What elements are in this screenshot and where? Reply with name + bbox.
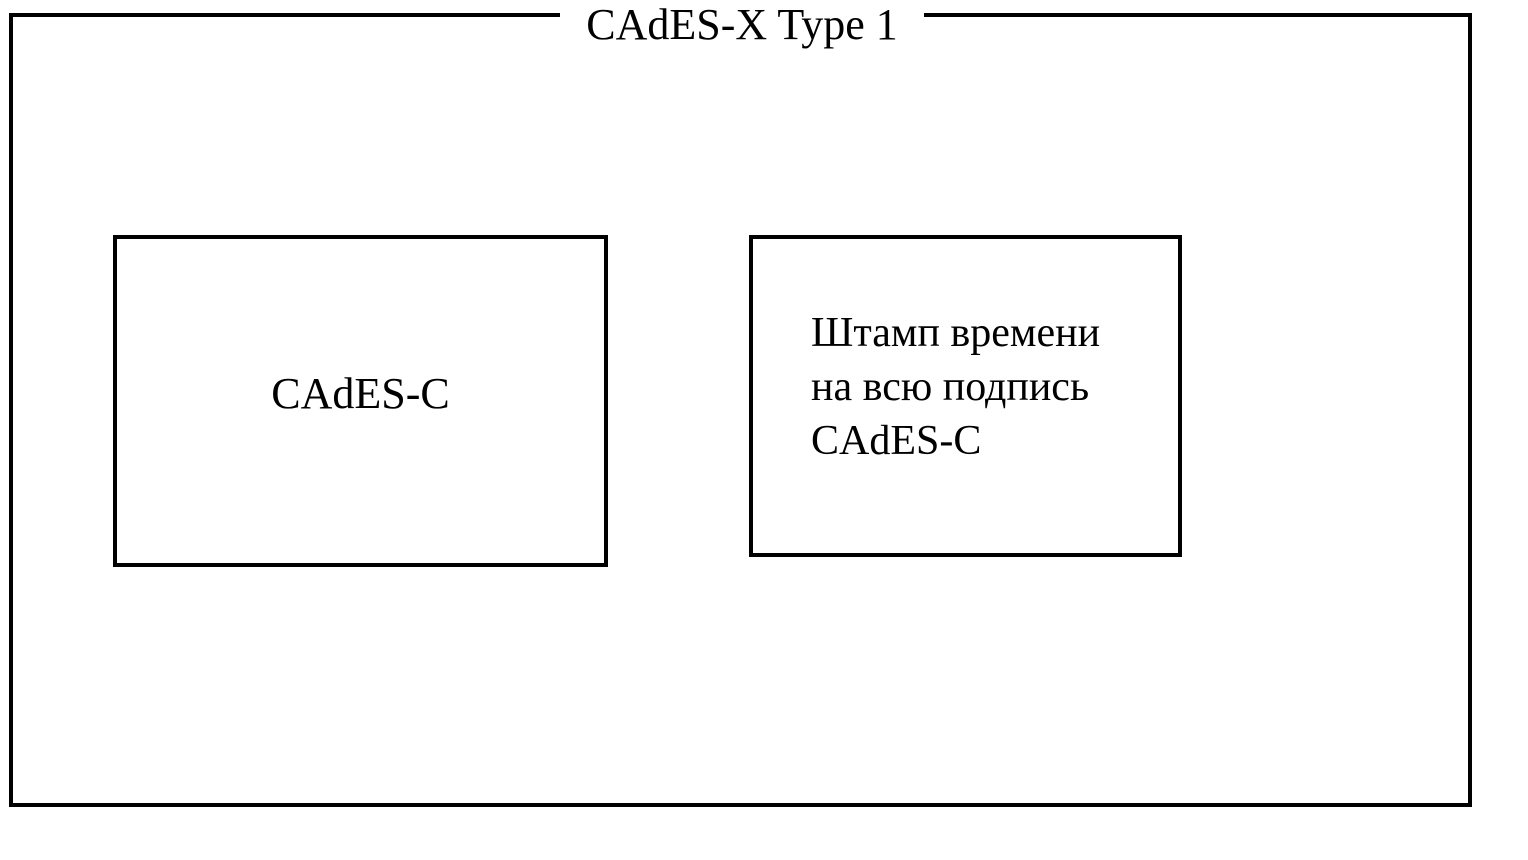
cades-c-label: CAdES-C (271, 369, 450, 418)
timestamp-label: Штамп времени на всю подпись CAdES-C (811, 306, 1100, 468)
timestamp-label-line: Штамп времени (811, 310, 1101, 356)
timestamp-label-line: CAdES-C (811, 418, 982, 464)
timestamp-box: Штамп времени на всю подпись CAdES-C (749, 235, 1182, 557)
container-title: CAdES-X Type 1 (560, 0, 924, 50)
timestamp-label-line: на всю подпись (811, 364, 1090, 410)
cades-c-box: CAdES-C (113, 235, 608, 567)
